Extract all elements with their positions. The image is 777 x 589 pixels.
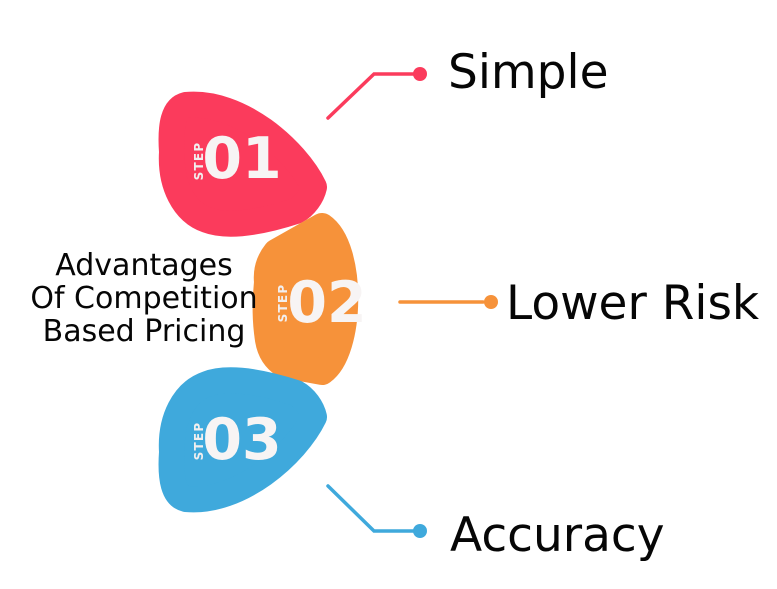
step-03-word: STEP bbox=[192, 422, 206, 461]
step-01-number: 01 bbox=[202, 126, 281, 192]
step-02-petal bbox=[252, 213, 359, 385]
step-02-number: 02 bbox=[287, 270, 366, 336]
step-01-connector-line bbox=[326, 72, 415, 120]
step-03-petal bbox=[158, 367, 327, 513]
title-line-3: Based Pricing bbox=[43, 314, 246, 349]
step-01-label: Simple bbox=[448, 45, 608, 100]
step-03-connector-dot bbox=[413, 524, 427, 538]
step-03-connector-line bbox=[326, 484, 415, 533]
step-03-label: Accuracy bbox=[450, 508, 665, 563]
title-line-2: Of Competition bbox=[30, 281, 257, 316]
step-03-number: 03 bbox=[202, 407, 281, 473]
step-01-word: STEP bbox=[192, 142, 206, 181]
step-02-word: STEP bbox=[276, 284, 290, 323]
step-01-petal bbox=[158, 91, 327, 237]
step-02-label: Lower Risk bbox=[506, 276, 760, 331]
step-02-connector-dot bbox=[484, 295, 498, 309]
step-01-connector-dot bbox=[413, 67, 427, 81]
title-line-1: Advantages bbox=[55, 248, 232, 283]
